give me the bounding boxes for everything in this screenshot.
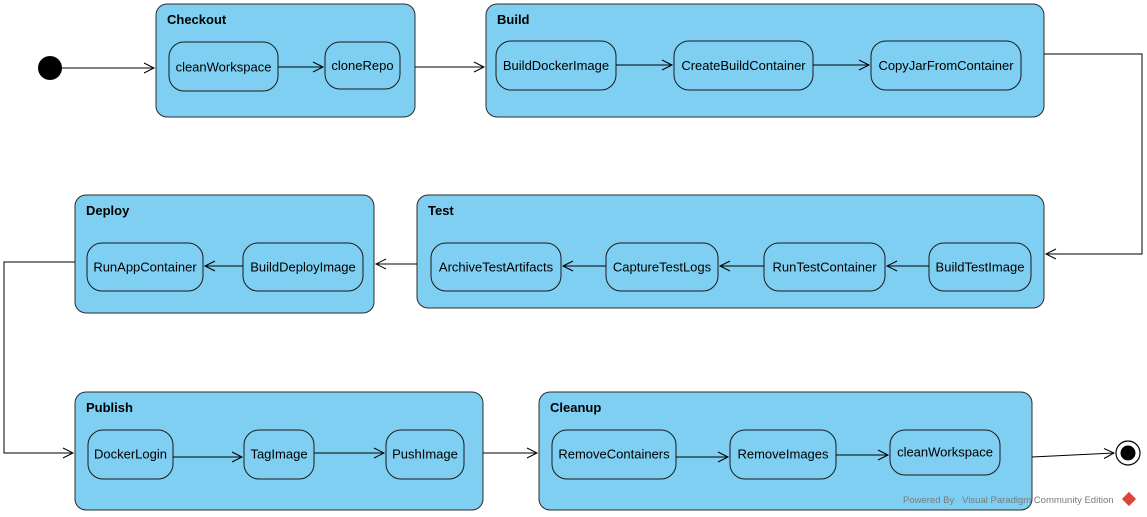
stage-title: Publish [86, 400, 133, 415]
product-name: Visual Paradigm Community Edition [962, 495, 1114, 506]
svg-text:RemoveContainers: RemoveContainers [558, 447, 670, 462]
svg-text:BuildDockerImage: BuildDockerImage [503, 58, 609, 73]
powered-by-label: Powered By [903, 495, 955, 506]
svg-text:BuildTestImage: BuildTestImage [936, 260, 1025, 275]
stage-deploy[interactable]: Deploy RunAppContainer BuildDeployImage [74, 194, 375, 314]
stage-title: Test [428, 203, 454, 218]
svg-text:RunTestContainer: RunTestContainer [772, 260, 877, 275]
action-build-test-image[interactable]: BuildTestImage [928, 242, 1032, 292]
svg-text:CopyJarFromContainer: CopyJarFromContainer [878, 58, 1014, 73]
action-remove-containers[interactable]: RemoveContainers [551, 429, 677, 480]
svg-text:BuildDeployImage: BuildDeployImage [250, 260, 356, 275]
action-copy-jar-from-container[interactable]: CopyJarFromContainer [870, 40, 1022, 91]
svg-text:ArchiveTestArtifacts: ArchiveTestArtifacts [439, 260, 554, 275]
action-run-test-container[interactable]: RunTestContainer [763, 242, 886, 292]
svg-text:cloneRepo: cloneRepo [331, 58, 393, 73]
transitions [3, 53, 1143, 463]
stage-title: Checkout [167, 12, 227, 27]
transition-arrow [1031, 452, 1115, 458]
visual-paradigm-logo-icon [1122, 491, 1137, 507]
stage-publish[interactable]: Publish DockerLogin TagImage PushImage [74, 391, 484, 511]
transition-arrow [1044, 53, 1143, 255]
action-clone-repo[interactable]: cloneRepo [324, 41, 401, 90]
final-node[interactable] [1115, 440, 1141, 466]
action-create-build-container[interactable]: CreateBuildContainer [673, 40, 814, 91]
stage-build[interactable]: Build BuildDockerImage CreateBuildContai… [485, 3, 1045, 118]
stage-title: Cleanup [550, 400, 601, 415]
action-push-image[interactable]: PushImage [385, 429, 465, 480]
action-clean-workspace[interactable]: cleanWorkspace [168, 41, 279, 92]
stage-title: Deploy [86, 203, 130, 218]
svg-text:RunAppContainer: RunAppContainer [93, 260, 197, 275]
svg-text:cleanWorkspace: cleanWorkspace [176, 60, 272, 75]
action-docker-login[interactable]: DockerLogin [87, 429, 174, 480]
svg-text:DockerLogin: DockerLogin [94, 447, 167, 462]
action-build-deploy-image[interactable]: BuildDeployImage [242, 242, 364, 292]
svg-text:RemoveImages: RemoveImages [737, 447, 829, 462]
svg-text:CreateBuildContainer: CreateBuildContainer [681, 58, 806, 73]
action-archive-test-artifacts[interactable]: ArchiveTestArtifacts [430, 242, 562, 292]
action-capture-test-logs[interactable]: CaptureTestLogs [605, 242, 719, 292]
svg-text:TagImage: TagImage [250, 447, 307, 462]
action-tag-image[interactable]: TagImage [243, 429, 315, 480]
stage-title: Build [497, 12, 530, 27]
action-clean-workspace-final[interactable]: cleanWorkspace [889, 429, 1001, 476]
initial-node[interactable] [38, 56, 62, 80]
svg-text:cleanWorkspace: cleanWorkspace [897, 445, 993, 460]
stage-test[interactable]: Test ArchiveTestArtifacts CaptureTestLog… [416, 194, 1045, 309]
action-run-app-container[interactable]: RunAppContainer [86, 242, 204, 292]
svg-text:CaptureTestLogs: CaptureTestLogs [613, 260, 712, 275]
svg-text:PushImage: PushImage [392, 447, 458, 462]
transition-arrow [3, 261, 75, 454]
stage-cleanup[interactable]: Cleanup RemoveContainers RemoveImages cl… [538, 391, 1033, 511]
action-build-docker-image[interactable]: BuildDockerImage [495, 40, 617, 91]
powered-by-footer: Powered By Visual Paradigm Community Edi… [903, 491, 1137, 507]
stage-checkout[interactable]: Checkout cleanWorkspace cloneRepo [155, 3, 416, 118]
action-remove-images[interactable]: RemoveImages [729, 429, 837, 480]
